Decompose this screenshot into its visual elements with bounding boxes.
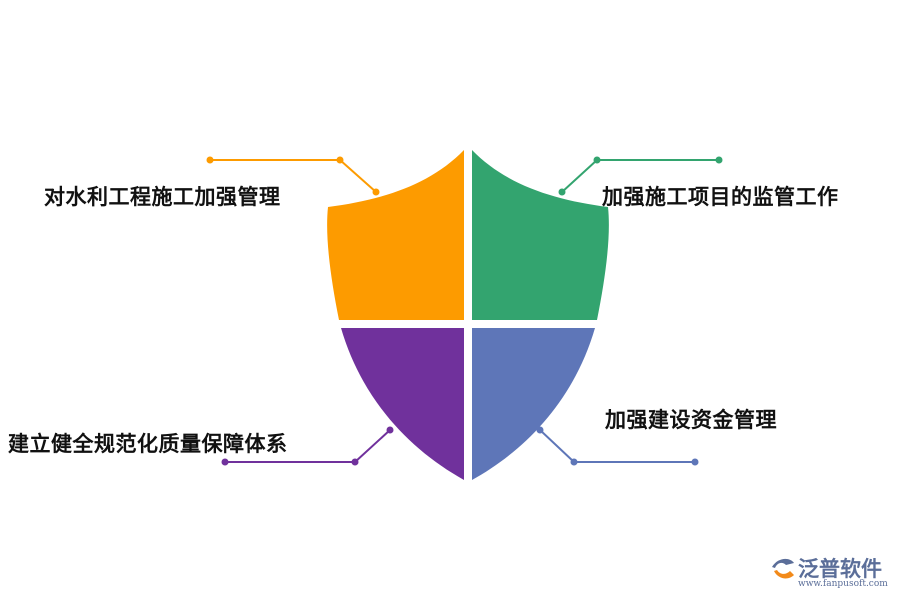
- shield-quadrant-bottom-right: [472, 328, 595, 480]
- label-bottom-left: 建立健全规范化质量保障体系: [8, 432, 288, 456]
- label-top-right: 加强施工项目的监管工作: [602, 185, 839, 209]
- shield-quadrant-top-right: [472, 150, 609, 320]
- label-bottom-right: 加强建设资金管理: [605, 408, 777, 432]
- label-top-left: 对水利工程施工加强管理: [44, 185, 281, 209]
- logo-name: 泛普软件: [798, 557, 882, 581]
- fanpu-logo-icon: [772, 558, 794, 579]
- shield-quadrant-bottom-left: [341, 328, 464, 480]
- logo-url: www.fanpusoft.com: [798, 579, 888, 589]
- connector-bottom-right: [536, 426, 699, 466]
- connector-top-right: [558, 156, 723, 196]
- connector-bottom-left: [221, 426, 394, 466]
- connector-top-left: [206, 156, 380, 196]
- shield-quadrant-top-left: [327, 150, 464, 320]
